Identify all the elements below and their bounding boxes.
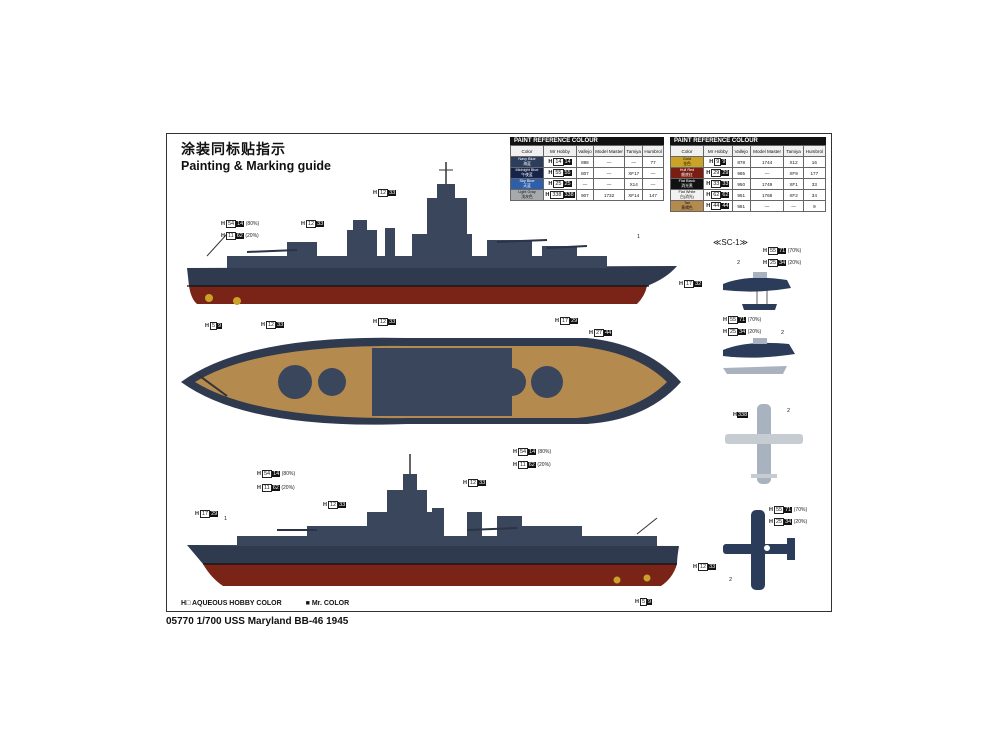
humbrol-cell: 9 — [802, 200, 827, 212]
hull-red-lower — [189, 286, 647, 304]
sc1-plane-top-light — [725, 404, 803, 484]
callout-num2-sc1-c: 2 — [787, 408, 791, 414]
side-profile-port — [187, 454, 679, 586]
model_master-cell: — — [592, 167, 626, 179]
color-legend: H□ AQUEOUS HOBBY COLOR ■ Mr. COLOR — [181, 600, 349, 607]
title-english: Painting & Marking guide — [181, 159, 332, 173]
legend-mr-color: ■ Mr. COLOR — [305, 600, 350, 607]
legend-aqueous: H□ AQUEOUS HOBBY COLOR — [181, 600, 282, 607]
paint_table_1-header-3: Model Master — [592, 145, 626, 157]
model_master-cell: 1732 — [592, 189, 626, 201]
paint-table-2-caption: PAINT REFERENCE COLOUR — [670, 137, 826, 145]
sc1-label: ≪SC-1≫ — [713, 238, 748, 247]
hull-blue-upper — [187, 266, 677, 286]
painting-guide-sheet: 涂装同标贴指示 Painting & Marking guide PAINT R… — [166, 133, 832, 612]
callout-num1-bottom: 1 — [224, 516, 228, 522]
callout-h338-sc1: H338 — [733, 412, 749, 418]
title-chinese: 涂装同标贴指示 — [181, 141, 286, 157]
deck-plan-view — [181, 337, 681, 425]
humbrol-cell: 147 — [642, 189, 664, 201]
callout-num2-sc1-a: 2 — [737, 260, 741, 266]
vallejo-cell: 981 — [731, 200, 751, 212]
sc1-seaplane-side-1 — [723, 272, 791, 310]
sc1-plane-top-dark — [723, 510, 795, 590]
callout-num2-sc1-b: 2 — [781, 330, 785, 336]
product-footer-title: 05770 1/700 USS Maryland BB-46 1945 — [166, 616, 349, 627]
callout-num1-top: 1 — [637, 234, 641, 240]
tamiya-cell: XF14 — [624, 189, 644, 201]
callout-num2-sc1-d: 2 — [729, 577, 733, 583]
hull-red-lower-2 — [203, 564, 677, 586]
sc1-seaplane-side-2 — [723, 338, 795, 374]
paint-table-1-caption: PAINT REFERENCE COLOUR — [510, 137, 664, 145]
ship-drawings — [181, 162, 803, 590]
tamiya-cell: — — [783, 200, 804, 212]
hull-blue-upper-2 — [187, 545, 679, 564]
vallejo-cell: 878 — [731, 156, 751, 168]
paint_table_2-header-5: Humbrol — [802, 145, 827, 157]
deck-superstructure — [372, 348, 512, 416]
side-profile-starboard — [187, 162, 677, 305]
